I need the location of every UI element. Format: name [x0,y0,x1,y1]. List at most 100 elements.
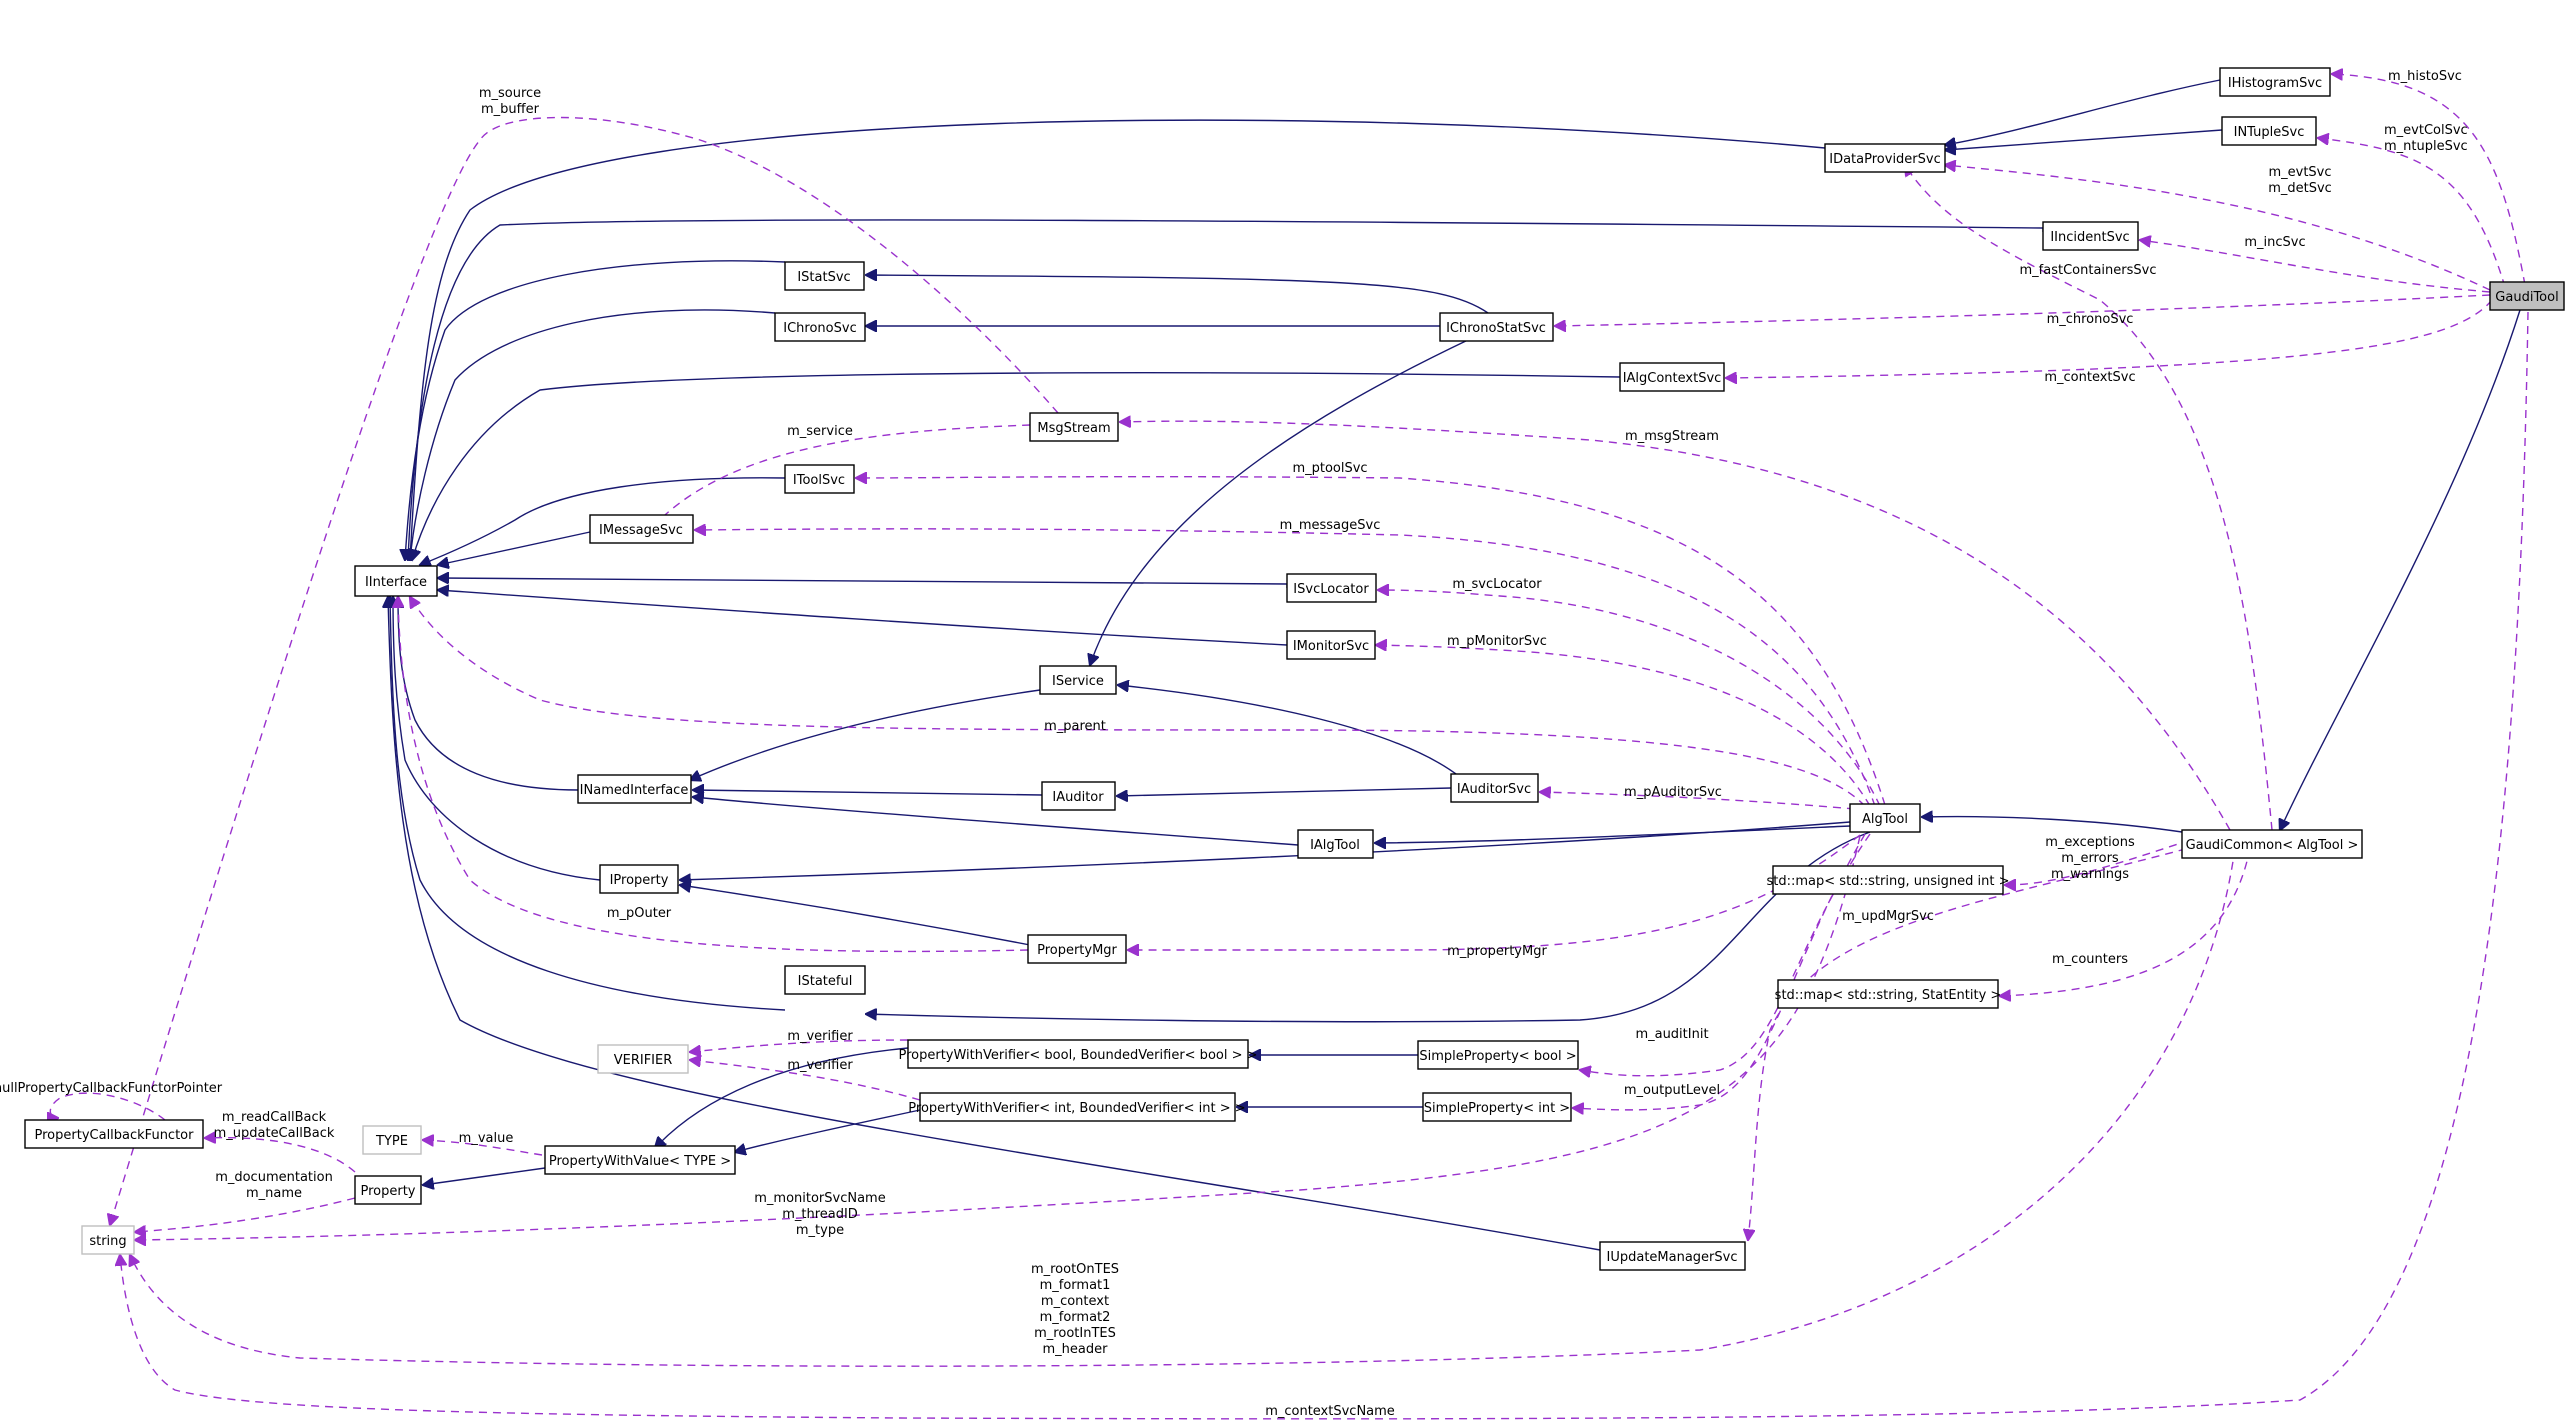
node-iauditor[interactable]: IAuditor [1041,781,1116,811]
node-type[interactable]: TYPE [362,1125,422,1155]
node-pwvalue[interactable]: PropertyWithValue< TYPE > [544,1145,736,1175]
edge-label-line: m_errors [2061,851,2119,866]
edge-idataprovidersvc-iinterface [410,119,1826,560]
svg-text:std::map< std::string, StatEnt: std::map< std::string, StatEntity > [1775,988,2002,1003]
svg-text:GaudiTool: GaudiTool [2495,290,2558,305]
edge-label-line: m_ntupleSvc [2384,139,2468,154]
node-ialgcontextsvc[interactable]: IAlgContextSvc [1619,362,1725,392]
node-ichronosvc[interactable]: IChronoSvc [774,312,866,342]
node-intuplesvc[interactable]: INTupleSvc [2221,116,2317,146]
svg-text:IProperty: IProperty [610,873,669,888]
edge-label-line: m_buffer [481,102,540,117]
node-pwv-int[interactable]: PropertyWithVerifier< int, BoundedVerifi… [908,1092,1246,1122]
node-string[interactable]: string [81,1225,135,1255]
node-itoolsvc[interactable]: IToolSvc [784,464,855,494]
node-ihistogramsvc[interactable]: IHistogramSvc [2219,67,2331,97]
node-msgstream[interactable]: MsgStream [1029,412,1119,442]
svg-text:INTupleSvc: INTupleSvc [2234,125,2305,140]
edge-imessagesvc-iinterface [438,531,591,565]
edge-label-line: m_counters [2052,952,2128,967]
usage-chronosvc [1555,294,2491,326]
node-map-stat[interactable]: std::map< std::string, StatEntity > [1775,979,2002,1009]
edge-label-line: m_header [1043,1342,1109,1357]
svg-text:Property: Property [360,1184,415,1199]
node-iupdatemanagersvc[interactable]: IUpdateManagerSvc [1599,1241,1746,1271]
edge-label-line: m_chronoSvc [2047,312,2134,327]
node-inamedinterface[interactable]: INamedInterface [577,774,692,804]
svg-text:string: string [89,1234,126,1249]
node-pwv-bool[interactable]: PropertyWithVerifier< bool, BoundedVerif… [898,1039,1258,1069]
usage-outputlevel [1573,833,1866,1110]
node-isvclocator[interactable]: ISvcLocator [1286,573,1377,603]
usage-exceptions [2005,839,2191,885]
edge-ichronosvc-iinterface [410,309,776,560]
node-iincidentsvc[interactable]: IIncidentSvc [2042,221,2139,251]
edge-label-line: m_exceptions [2045,835,2135,850]
node-imessagesvc[interactable]: IMessageSvc [589,514,694,544]
node-iauditorsvc[interactable]: IAuditorSvc [1450,773,1539,803]
edge-isvclocator-iinterface [438,578,1288,588]
edge-label-line: m_updMgrSvc [1842,909,1934,924]
edge-label: m_svcLocator [1452,577,1542,592]
usage-edges [50,74,2529,1420]
edge-label-line: m_service [787,424,853,439]
edge-label-line: m_format2 [1040,1310,1111,1325]
node-simple-int[interactable]: SimpleProperty< int > [1422,1092,1572,1122]
node-gauditool[interactable]: GaudiTool [2489,281,2565,311]
edge-label: m_msgStream [1625,429,1719,444]
node-map-unsigned[interactable]: std::map< std::string, unsigned int > [1767,865,2010,895]
edge-itoolsvc-iinterface [420,477,786,565]
edge-gauditool-gaudicommon [2280,309,2521,830]
node-istatsvc[interactable]: IStatSvc [784,261,865,291]
node-iinterface[interactable]: IInterface [354,565,438,597]
edge-label: m_updMgrSvc [1842,909,1934,924]
node-iservice[interactable]: IService [1039,665,1117,695]
usage-readcallback [205,1138,356,1173]
node-ialgtool[interactable]: IAlgTool [1297,829,1374,859]
node-verifier[interactable]: VERIFIER [597,1044,689,1074]
usage-evtcolsvc [2318,138,2506,288]
edge-iproperty-iinterface [393,597,601,881]
node-algtool[interactable]: AlgTool [1849,803,1921,833]
svg-text:GaudiCommon< AlgTool >: GaudiCommon< AlgTool > [2186,838,2359,853]
edge-ichronostatsvc-iservice [1090,338,1471,665]
node-idataprovidersvc[interactable]: IDataProviderSvc [1824,143,1946,173]
edge-ialgtool-inamedinterface [693,797,1299,846]
node-gaudicommon[interactable]: GaudiCommon< AlgTool > [2181,829,2363,859]
node-iproperty[interactable]: IProperty [599,864,679,894]
node-imonitorsvc[interactable]: IMonitorSvc [1286,630,1376,660]
usage-service [650,424,1031,530]
edge-label-line: m_pMonitorSvc [1447,634,1547,649]
svg-text:SimpleProperty< int >: SimpleProperty< int > [1424,1101,1570,1116]
edge-label-line: m_svcLocator [1452,577,1542,592]
usage-pauditorsvc [1540,792,1856,810]
svg-text:MsgStream: MsgStream [1037,421,1110,436]
node-propertycallbackfunctor[interactable]: PropertyCallbackFunctor [24,1119,204,1149]
edge-label-line: m_pOuter [607,906,672,921]
usage-histosvc [2332,74,2526,286]
svg-text:ISvcLocator: ISvcLocator [1293,582,1369,597]
node-property[interactable]: Property [354,1175,422,1205]
node-istateful[interactable]: IStateful [784,965,866,995]
node-simple-bool[interactable]: SimpleProperty< bool > [1417,1040,1579,1070]
svg-text:PropertyMgr: PropertyMgr [1037,943,1117,958]
node-ichronostatsvc[interactable]: IChronoStatSvc [1439,312,1554,342]
edge-label-line: m_ptoolSvc [1292,461,1367,476]
node-propertymgr[interactable]: PropertyMgr [1027,934,1127,964]
edge-label: m_chronoSvc [2047,312,2134,327]
usage-monitorsvcname [135,835,1861,1240]
edge-label-line: m_context [1041,1294,1109,1309]
edge-label: m_messageSvc [1280,518,1381,533]
usage-source [110,116,1059,1226]
usage-evtsvc [1945,165,2491,291]
edge-iincidentsvc-iinterface [408,219,2044,560]
edge-label-line: m_fastContainersSvc [2020,263,2157,278]
svg-text:IIncidentSvc: IIncidentSvc [2050,230,2129,245]
svg-text:PropertyWithVerifier< int, Bou: PropertyWithVerifier< int, BoundedVerifi… [908,1101,1245,1116]
usage-auditinit [1580,833,1871,1076]
svg-text:PropertyCallbackFunctor: PropertyCallbackFunctor [35,1128,195,1143]
